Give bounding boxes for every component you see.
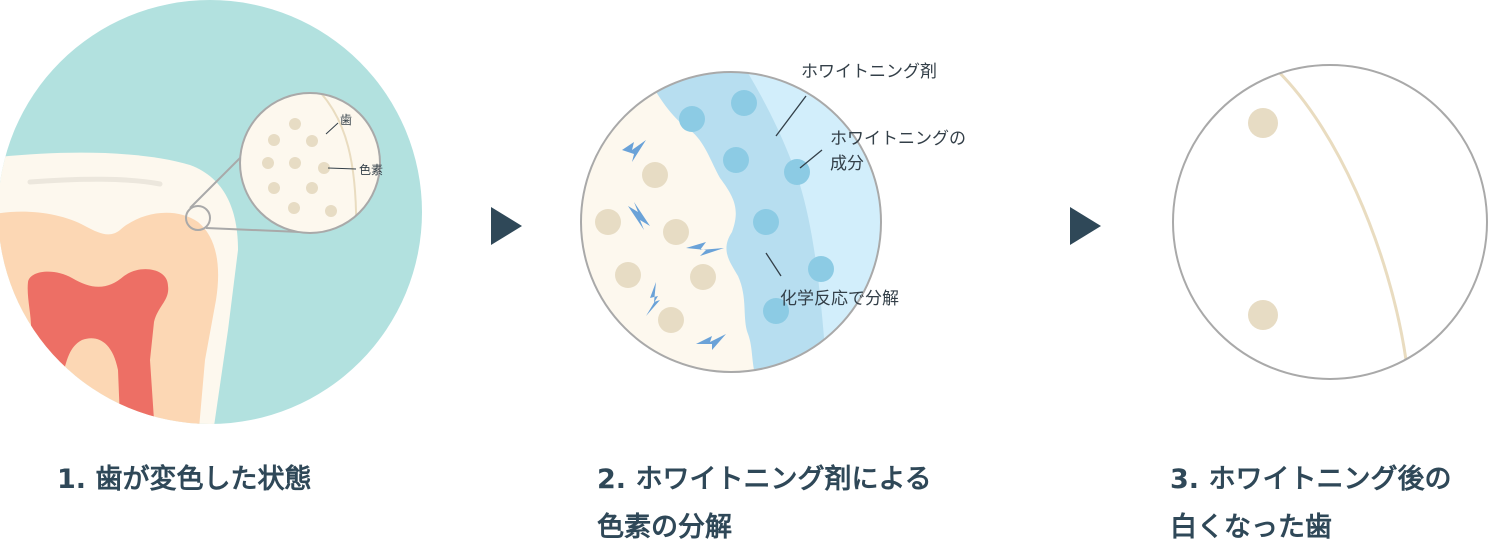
- reaction-callout-line: [765, 252, 782, 277]
- step-1-panel: 歯 色素 1. 歯が変色した状態: [0, 0, 440, 542]
- step-2-caption-line-1: 2. ホワイトニング剤による: [597, 464, 932, 495]
- magnify-spot: [185, 205, 211, 231]
- whitened-tooth-illustration: [1172, 64, 1488, 380]
- pigment-dots: [262, 118, 337, 217]
- step-2-panel: ホワイトニング剤 ホワイトニングの 成分 化学反応で分解 2. ホワイトニング剤…: [560, 0, 1060, 543]
- whitened-circle: [1172, 64, 1488, 380]
- callout-component-line-2: 成分: [830, 154, 864, 174]
- breakdown-circle: [580, 71, 882, 373]
- magnify-line-bottom: [205, 227, 301, 233]
- tooth-pointer-line: [325, 122, 339, 135]
- callout-component-line-1: ホワイトニングの: [830, 129, 966, 149]
- whitening-component-dots: [679, 90, 834, 324]
- step-2-caption-line-2: 色素の分解: [597, 512, 732, 543]
- tooth-illustration: [0, 0, 422, 424]
- zoom-label-tooth: 歯: [340, 113, 353, 127]
- zoom-circle-content: [240, 93, 380, 233]
- zoom-label-pigment: 色素: [359, 163, 384, 177]
- enamel-highlight: [27, 176, 163, 187]
- enamel-boundary: [1267, 65, 1408, 361]
- step-3-caption: 3. ホワイトニング後の 白くなった歯: [1170, 456, 1451, 552]
- step-3-panel: 3. ホワイトニング後の 白くなった歯: [1160, 0, 1495, 543]
- component-callout-line: [799, 149, 823, 169]
- callout-reaction: 化学反応で分解: [780, 289, 899, 309]
- agent-callout-line: [775, 95, 807, 137]
- step-1-caption-line-1: 1. 歯が変色した状態: [57, 464, 312, 495]
- pigment-pointer-line: [327, 167, 357, 170]
- lightning-spark-icon: [622, 140, 726, 350]
- zoom-circle: [239, 92, 381, 234]
- step-3-caption-line-1: 3. ホワイトニング後の: [1170, 464, 1452, 495]
- arrow-right-icon: [1070, 207, 1101, 245]
- callout-agent: ホワイトニング剤: [801, 62, 937, 82]
- step-2-caption: 2. ホワイトニング剤による 色素の分解: [597, 456, 932, 552]
- breakdown-illustration: [580, 71, 882, 373]
- step-3-caption-line-2: 白くなった歯: [1170, 512, 1332, 543]
- pigment-dots: [595, 162, 716, 333]
- arrow-right-icon: [491, 207, 522, 245]
- remaining-pigment-dots: [1248, 108, 1278, 330]
- step-1-caption: 1. 歯が変色した状態: [57, 456, 311, 504]
